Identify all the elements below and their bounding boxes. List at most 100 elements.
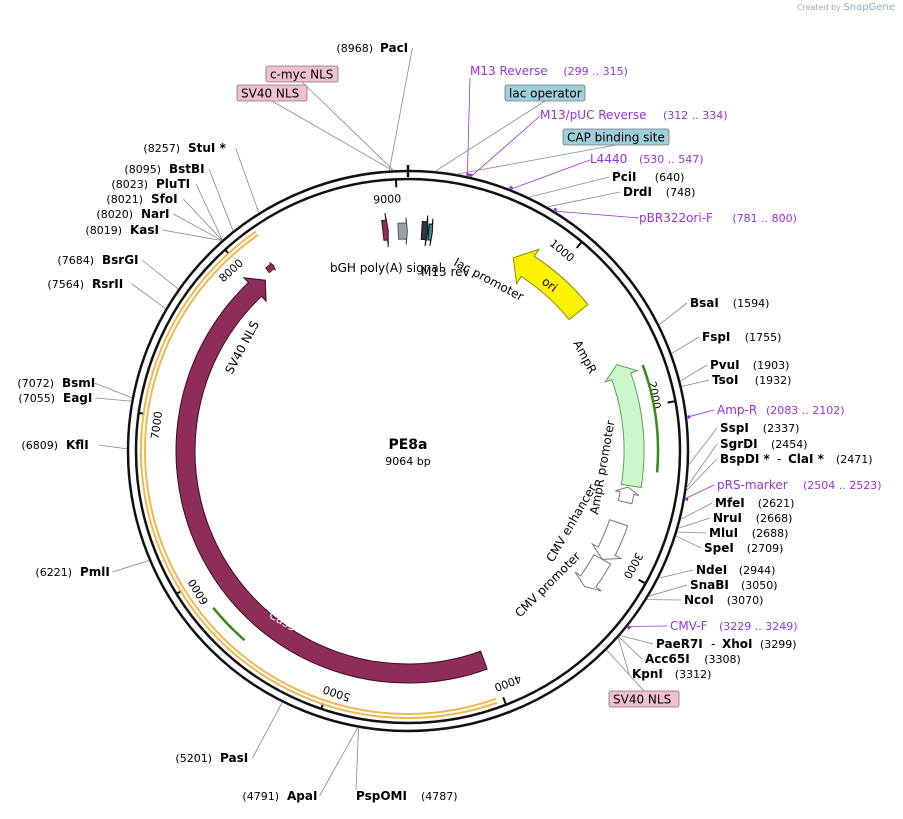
primer-pbr322orif: pBR322ori-F [639, 211, 713, 225]
box-1 [236, 84, 308, 102]
site-ncoi: NcoI [684, 593, 714, 607]
ampr-arrow [604, 364, 645, 489]
site-tsoi: TsoI [712, 373, 738, 387]
site-sspi: SspI [720, 421, 749, 435]
primer-mark-3 [553, 207, 558, 212]
primer-prsmarker: pRS-marker [717, 478, 788, 492]
site-pos-pvui: (1903) [753, 359, 790, 372]
site-pos-sfoi: (8021) [106, 193, 143, 206]
site-pos-pcii: (640) [655, 171, 685, 184]
site-pos-mlui: (2688) [752, 527, 789, 540]
leader-primer-pbr322orif [554, 210, 640, 219]
site-nrui: NruI [713, 511, 742, 525]
leader-stui [235, 147, 260, 213]
site-ndei: NdeI [696, 563, 727, 577]
leader-drdi [547, 191, 621, 208]
plasmid-length: 9064 bp [385, 455, 430, 468]
ampr-orf-arrow [641, 364, 660, 473]
site-kfli: KflI [66, 438, 89, 452]
primer-range-cmvf: (3229 .. 3249) [719, 620, 798, 633]
site-pos-snabi: (3050) [741, 579, 778, 592]
m13-rev-arrow [397, 217, 408, 245]
box-4 [608, 690, 680, 708]
site-rsrii: RsrII [92, 277, 123, 291]
site-pvui: PvuI [710, 358, 740, 372]
leader-fspi [671, 336, 700, 354]
leader-ndei [658, 569, 694, 579]
cas9-orf-arrow [212, 607, 246, 642]
site-acc65i: Acc65I [645, 652, 690, 666]
site-sfoi: SfoI [151, 192, 178, 206]
leader-mlui [677, 531, 707, 534]
site-paer7i: PaeR7I [656, 637, 703, 651]
site-mlui: MluI [709, 526, 738, 540]
primer-range-prsmarker: (2504 .. 2523) [803, 479, 882, 492]
site-pos-nrui: (2668) [756, 512, 793, 525]
tick-label-4000: 4000 [493, 672, 524, 694]
leader-bspdi-clai [685, 458, 718, 492]
leader-pluti [195, 183, 223, 241]
leader-tsoi [681, 379, 710, 387]
credit-brand: SnapGene [843, 2, 895, 13]
site-sgrdi: SgrDI [720, 437, 758, 451]
backbone-inner-circle [134, 177, 682, 725]
ampr-promoter-arrow [615, 486, 639, 505]
tick-3000 [638, 578, 647, 585]
plasmid-name: PE8a [388, 437, 427, 453]
site-apai: ApaI [287, 789, 317, 803]
primer-m13reverse: M13 Reverse [470, 64, 548, 78]
leader-primer-m13pucreverse [470, 115, 541, 178]
site-pos-bsrgi: (7684) [57, 254, 94, 267]
site-pos-pasi: (5201) [175, 752, 212, 765]
leader-spei [675, 535, 702, 549]
credit-prefix: Created by [796, 3, 841, 12]
site-pos-nari: (8020) [96, 208, 133, 221]
label-m13-rev: M13 rev [421, 265, 470, 279]
site-pos-spei: (2709) [747, 542, 784, 555]
site-pos-drdi: (748) [666, 186, 696, 199]
site-bstbi: BstBI [169, 162, 205, 176]
cas9-arrow [175, 277, 488, 684]
site-clai: ClaI * [788, 452, 825, 466]
box-0 [265, 65, 339, 83]
leader-kfli [98, 444, 128, 450]
site-pos-ndei: (2944) [739, 564, 776, 577]
leader-bsrgi [141, 259, 179, 290]
site-nari: NarI [141, 207, 170, 221]
leader-snabi [648, 584, 688, 597]
leader-box-0 [301, 81, 394, 171]
tick-label-3000: 3000 [621, 550, 646, 581]
leader-mfei [680, 502, 713, 520]
site-drdi: DrdI [623, 185, 652, 199]
leader-sspi [688, 427, 718, 466]
leader-pvui [679, 364, 708, 382]
leader-primer-l4440 [510, 159, 591, 190]
boxed-label-1: SV40 NLS [241, 87, 299, 101]
site-pos-bspdi-clai: (2471) [836, 453, 873, 466]
primer-range-l4440: (530 .. 547) [639, 153, 704, 166]
site-bsrgi: BsrGI [102, 253, 139, 267]
snapgene-credit: Created by SnapGene [797, 2, 895, 13]
bgh-polya-arrow [381, 213, 389, 247]
site-pos-sspi: (2337) [763, 422, 800, 435]
leader-pcii [528, 176, 610, 198]
leader-rsrii [131, 283, 166, 310]
cmv-promoter-arrow [574, 554, 612, 592]
leader-apai [319, 727, 359, 797]
leader-acc65i [618, 636, 643, 660]
site-pos-kfli: (6809) [21, 439, 58, 452]
primer-m13pucreverse: M13/pUC Reverse [540, 108, 647, 122]
tick-1000 [575, 241, 583, 249]
site-mfei: MfeI [715, 496, 745, 510]
site-pspomi: PspOMI [356, 789, 407, 803]
ori-arrow [512, 248, 589, 321]
leader-bsai [658, 302, 688, 326]
cas9-orf-band-inner [142, 232, 497, 717]
site-pos-eagi: (7055) [18, 392, 55, 405]
site-pos-apai: (4791) [242, 790, 279, 803]
site-paer7i-sep: - [711, 637, 715, 651]
site-fspi: FspI [702, 330, 730, 344]
tick-4000 [502, 696, 507, 706]
leader-bsmi [94, 382, 133, 399]
